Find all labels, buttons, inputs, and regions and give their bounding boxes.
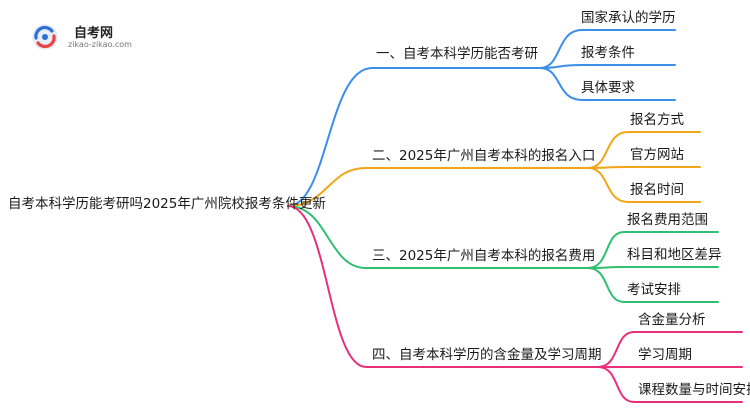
- leaf-4-3-connector: [597, 366, 743, 403]
- leaf-2-3-connector: [587, 167, 701, 203]
- branch-1-label: 一、自考本科学历能否考研: [376, 46, 538, 62]
- leaf-2-2: 官方网站: [630, 147, 684, 163]
- branch-3-label: 三、2025年广州自考本科的报名费用: [372, 248, 596, 264]
- leaf-4-3: 课程数量与时间安排: [638, 382, 750, 398]
- leaf-1-2: 报考条件: [581, 45, 635, 61]
- branch-4-connector: [287, 205, 599, 368]
- logo-title: 自考网: [74, 26, 114, 41]
- leaf-2-1-connector: [587, 131, 701, 169]
- branch-2-connector: [287, 167, 589, 207]
- leaf-3-3-connector: [587, 267, 719, 303]
- leaf-2-1: 报名方式: [630, 112, 684, 128]
- leaf-3-1-connector: [587, 231, 719, 269]
- leaf-1-1-connector: [539, 29, 676, 69]
- leaf-4-1: 含金量分析: [638, 312, 706, 328]
- root-topic: 自考本科学历能考研吗2025年广州院校报考条件更新: [8, 196, 326, 212]
- leaf-3-1: 报名费用范围: [627, 212, 708, 228]
- leaf-1-3: 具体要求: [581, 80, 635, 96]
- leaf-3-3: 考试安排: [627, 282, 681, 298]
- branch-3-connector: [287, 205, 589, 269]
- leaf-1-3-connector: [539, 67, 676, 101]
- site-logo: 自考网 zikao-zikao.com: [30, 18, 150, 52]
- leaf-4-2: 学习周期: [638, 347, 692, 363]
- logo-subtitle: zikao-zikao.com: [68, 40, 132, 49]
- leaf-2-3: 报名时间: [630, 182, 684, 198]
- leaf-3-2: 科目和地区差异: [627, 247, 722, 263]
- leaf-3-2-connector: [587, 266, 719, 269]
- leaf-1-1: 国家承认的学历: [581, 10, 676, 26]
- leaf-1-2-connector: [539, 64, 676, 69]
- leaf-2-2-connector: [587, 166, 701, 169]
- logo-icon: [32, 24, 58, 50]
- branch-1-connector: [287, 67, 541, 207]
- leaf-4-1-connector: [597, 331, 743, 368]
- branch-2-label: 二、2025年广州自考本科的报名入口: [372, 148, 596, 164]
- branch-4-label: 四、自考本科学历的含金量及学习周期: [372, 347, 602, 363]
